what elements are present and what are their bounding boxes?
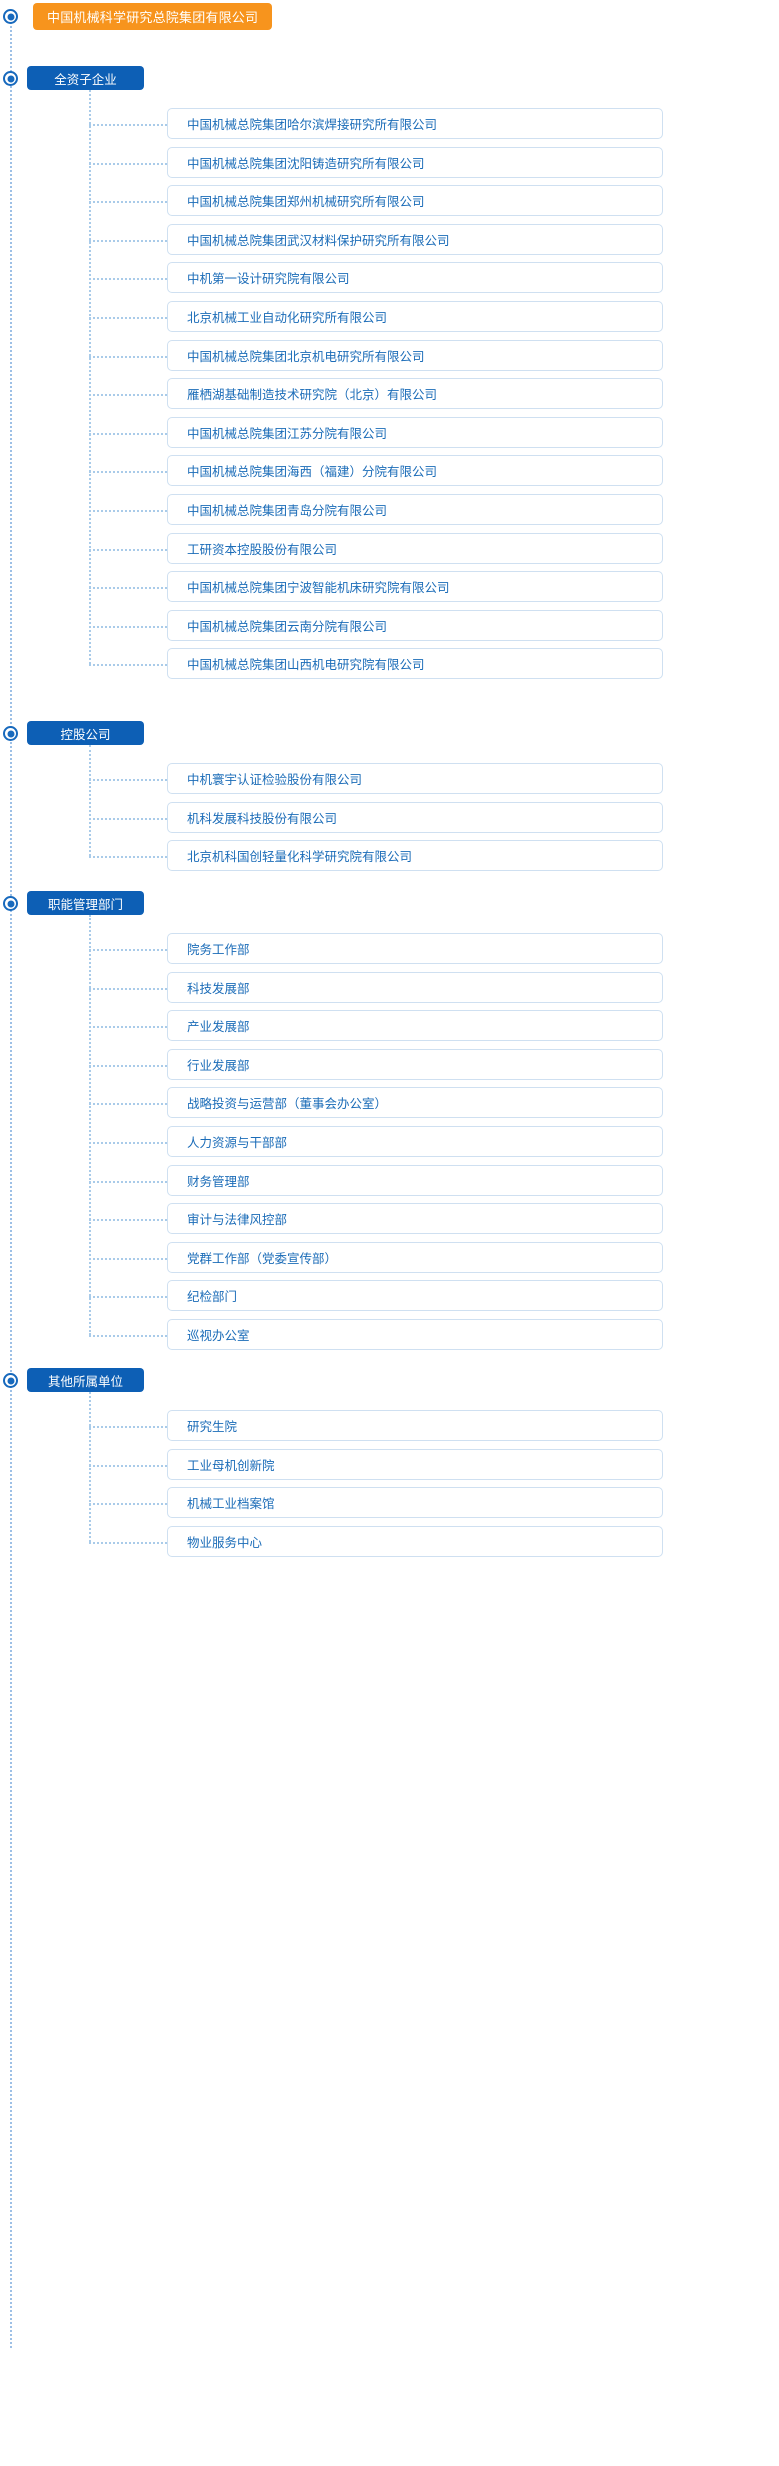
group-header-group-1[interactable]: 控股公司 xyxy=(27,721,144,745)
group-rail-group-1 xyxy=(89,745,91,857)
group-header-group-3[interactable]: 其他所属单位 xyxy=(27,1368,144,1392)
org-unit-item[interactable]: 中国机械总院集团武汉材料保护研究所有限公司 xyxy=(167,223,663,255)
leaf-connector xyxy=(89,949,167,951)
org-unit-item[interactable]: 中国机械总院集团青岛分院有限公司 xyxy=(167,494,663,525)
leaf-connector xyxy=(89,856,167,859)
leaf-connector xyxy=(89,625,167,628)
leaf-connector xyxy=(89,1257,167,1260)
org-unit-item[interactable]: 巡视办公室 xyxy=(167,1319,663,1350)
org-unit-item[interactable]: 战略投资与运营部（董事会办公室） xyxy=(167,1087,663,1119)
leaf-connector xyxy=(89,1426,167,1428)
org-unit-item[interactable]: 北京机械工业自动化研究所有限公司 xyxy=(167,301,663,332)
org-unit-item[interactable]: 中国机械总院集团宁波智能机床研究院有限公司 xyxy=(167,571,663,603)
root-organization-node[interactable]: 中国机械科学研究总院集团有限公司 xyxy=(33,3,273,30)
org-unit-item[interactable]: 机科发展科技股份有限公司 xyxy=(167,801,663,833)
group-rail-group-0 xyxy=(89,90,91,665)
org-unit-item[interactable]: 中国机械总院集团山西机电研究院有限公司 xyxy=(167,648,663,680)
leaf-connector xyxy=(89,124,167,126)
org-unit-item[interactable]: 中机寰宇认证检验股份有限公司 xyxy=(167,763,663,794)
leaf-connector xyxy=(89,1503,167,1506)
org-unit-item[interactable]: 中国机械总院集团郑州机械研究所有限公司 xyxy=(167,185,663,217)
org-unit-item[interactable]: 中国机械总院集团北京机电研究所有限公司 xyxy=(167,339,663,371)
org-unit-item[interactable]: 雁栖湖基础制造技术研究院（北京）有限公司 xyxy=(167,378,663,410)
org-unit-item[interactable]: 中国机械总院集团江苏分院有限公司 xyxy=(167,416,663,448)
org-unit-item[interactable]: 审计与法律风控部 xyxy=(167,1203,663,1235)
org-unit-item[interactable]: 工业母机创新院 xyxy=(167,1448,663,1480)
group-header-group-2[interactable]: 职能管理部门 xyxy=(27,891,144,915)
leaf-connector xyxy=(89,779,167,781)
org-unit-item[interactable]: 行业发展部 xyxy=(167,1048,663,1080)
leaf-connector xyxy=(89,1064,167,1067)
leaf-connector xyxy=(89,1219,167,1222)
group-rail-group-3 xyxy=(89,1392,91,1542)
root-spine xyxy=(10,18,12,2348)
leaf-connector xyxy=(89,987,167,990)
leaf-connector xyxy=(89,162,167,165)
leaf-connector xyxy=(89,317,167,319)
org-unit-item[interactable]: 中机第一设计研究院有限公司 xyxy=(167,262,663,294)
leaf-connector xyxy=(89,817,167,820)
leaf-connector xyxy=(89,1296,167,1299)
org-unit-item[interactable]: 产业发展部 xyxy=(167,1010,663,1042)
leaf-connector xyxy=(89,201,167,204)
org-unit-item[interactable]: 中国机械总院集团海西（福建）分院有限公司 xyxy=(167,455,663,487)
group-rail-group-2 xyxy=(89,915,91,1335)
leaf-connector xyxy=(89,471,167,474)
leaf-connector xyxy=(89,1142,167,1144)
leaf-connector xyxy=(89,432,167,435)
org-unit-item[interactable]: 工研资本控股股份有限公司 xyxy=(167,532,663,564)
org-unit-item[interactable]: 财务管理部 xyxy=(167,1164,663,1196)
leaf-connector xyxy=(89,355,167,358)
group-marker-group-3 xyxy=(3,1373,18,1388)
leaf-connector xyxy=(89,1541,167,1544)
group-header-group-0[interactable]: 全资子企业 xyxy=(27,66,144,90)
leaf-connector xyxy=(89,1026,167,1029)
org-unit-item[interactable]: 北京机科国创轻量化科学研究院有限公司 xyxy=(167,840,663,872)
org-unit-item[interactable]: 中国机械总院集团哈尔滨焊接研究所有限公司 xyxy=(167,108,663,139)
org-unit-item[interactable]: 纪检部门 xyxy=(167,1280,663,1312)
org-unit-item[interactable]: 中国机械总院集团沈阳铸造研究所有限公司 xyxy=(167,146,663,178)
leaf-connector xyxy=(89,548,167,551)
org-unit-item[interactable]: 中国机械总院集团云南分院有限公司 xyxy=(167,609,663,641)
org-unit-item[interactable]: 物业服务中心 xyxy=(167,1525,663,1557)
org-unit-item[interactable]: 机械工业档案馆 xyxy=(167,1487,663,1519)
leaf-connector xyxy=(89,1335,167,1337)
org-unit-item[interactable]: 人力资源与干部部 xyxy=(167,1126,663,1157)
leaf-connector xyxy=(89,1103,167,1106)
leaf-connector xyxy=(89,587,167,590)
leaf-connector xyxy=(89,394,167,397)
leaf-connector xyxy=(89,1180,167,1183)
org-unit-item[interactable]: 党群工作部（党委宣传部） xyxy=(167,1241,663,1273)
group-marker-group-1 xyxy=(3,726,18,741)
leaf-connector xyxy=(89,510,167,512)
org-unit-item[interactable]: 院务工作部 xyxy=(167,933,663,964)
leaf-connector xyxy=(89,278,167,281)
leaf-connector xyxy=(89,1464,167,1467)
org-unit-item[interactable]: 研究生院 xyxy=(167,1410,663,1441)
org-unit-item[interactable]: 科技发展部 xyxy=(167,971,663,1003)
root-node-marker xyxy=(3,9,18,24)
leaf-connector xyxy=(89,239,167,242)
group-marker-group-2 xyxy=(3,896,18,911)
group-marker-group-0 xyxy=(3,71,18,86)
leaf-connector xyxy=(89,664,167,667)
